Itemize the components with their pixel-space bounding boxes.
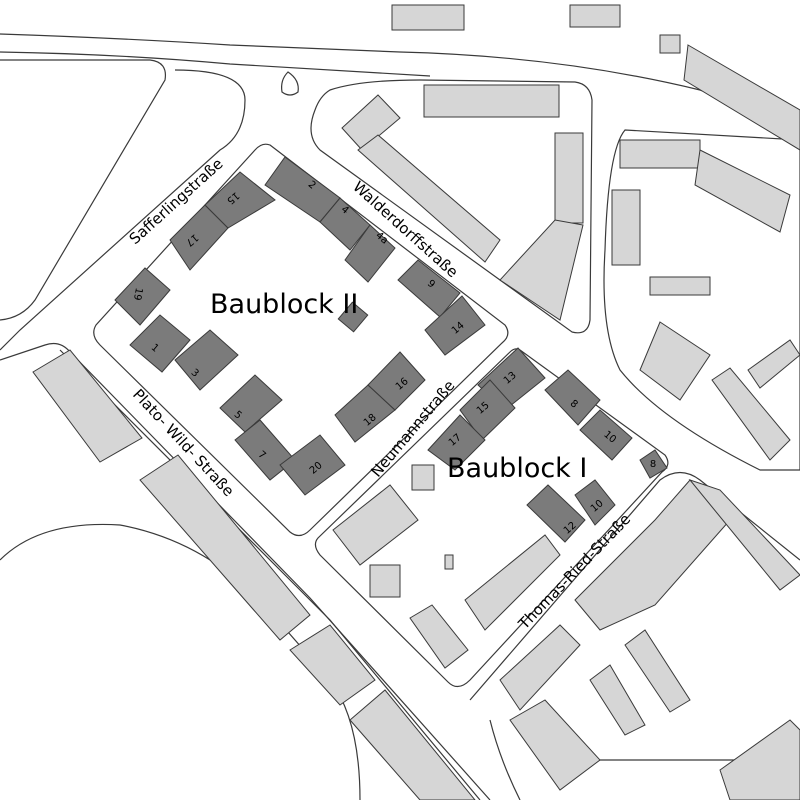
curb-baublock-2 — [93, 143, 509, 537]
building-b1-10b — [574, 479, 616, 526]
curb-left-road — [0, 69, 246, 351]
building-b2-15 — [204, 171, 276, 229]
building — [711, 367, 791, 461]
building-b2-19 — [114, 267, 171, 326]
building — [719, 719, 800, 800]
building — [649, 276, 711, 296]
building — [341, 94, 401, 151]
other-buildings — [32, 4, 800, 800]
building — [639, 321, 711, 401]
curb-left-parcel — [0, 59, 167, 321]
building-b2-4a — [344, 224, 396, 283]
building — [369, 564, 401, 598]
building — [391, 4, 465, 31]
building — [619, 139, 701, 169]
building — [464, 534, 561, 631]
curb-top-south — [0, 51, 431, 77]
building-b2-16 — [367, 351, 426, 411]
building-b2-5 — [219, 374, 283, 433]
house-number: 8 — [568, 398, 580, 411]
building-b2-3 — [174, 329, 239, 391]
area-label-baublock-2: Baublock II — [210, 289, 358, 320]
building — [332, 484, 419, 566]
building-b1-8b — [639, 449, 668, 479]
building — [589, 664, 646, 736]
building — [349, 689, 476, 800]
building — [569, 4, 621, 28]
building-b2-14 — [424, 295, 486, 356]
building — [499, 624, 581, 711]
building — [499, 219, 584, 321]
house-number: 6 — [426, 276, 438, 289]
building-b1-10 — [579, 409, 633, 461]
building — [357, 134, 501, 263]
house-number: 4 — [339, 204, 351, 217]
building — [289, 624, 376, 706]
building — [444, 554, 454, 570]
building — [423, 84, 560, 118]
building — [683, 44, 800, 151]
area-labels: Baublock II Baublock I — [210, 289, 587, 484]
curb-southwest-parcel — [0, 523, 361, 800]
curb-north-parcel — [310, 79, 593, 334]
building — [411, 464, 435, 491]
house-number: 7 — [256, 449, 268, 462]
building — [409, 604, 469, 669]
curb-east-parcel — [603, 129, 800, 471]
house-number: 19 — [131, 287, 144, 301]
house-number: 2 — [306, 179, 318, 192]
baublock-1-buildings — [427, 347, 668, 543]
building — [624, 629, 691, 713]
building-b2-1 — [129, 314, 191, 373]
building-b1-8 — [544, 369, 601, 426]
building — [747, 339, 800, 389]
house-number: 5 — [232, 409, 244, 422]
area-label-baublock-1: Baublock I — [447, 453, 587, 484]
building — [509, 699, 601, 791]
building — [688, 478, 800, 591]
building-b2-small — [337, 301, 369, 333]
building — [554, 132, 584, 224]
building — [139, 454, 311, 641]
building — [611, 189, 641, 266]
house-number: 1 — [149, 342, 161, 355]
building — [32, 349, 143, 463]
building-b1-17 — [427, 414, 486, 471]
building-b2-6 — [397, 259, 461, 318]
traffic-island — [281, 71, 299, 96]
house-number: 8 — [650, 459, 656, 470]
building — [659, 34, 681, 54]
building-b2-20 — [279, 434, 346, 496]
baublock-2-buildings — [114, 156, 486, 496]
house-number: 3 — [189, 367, 201, 380]
building — [694, 149, 791, 233]
curb-southeast — [469, 471, 800, 701]
building-b1-12 — [526, 484, 586, 543]
